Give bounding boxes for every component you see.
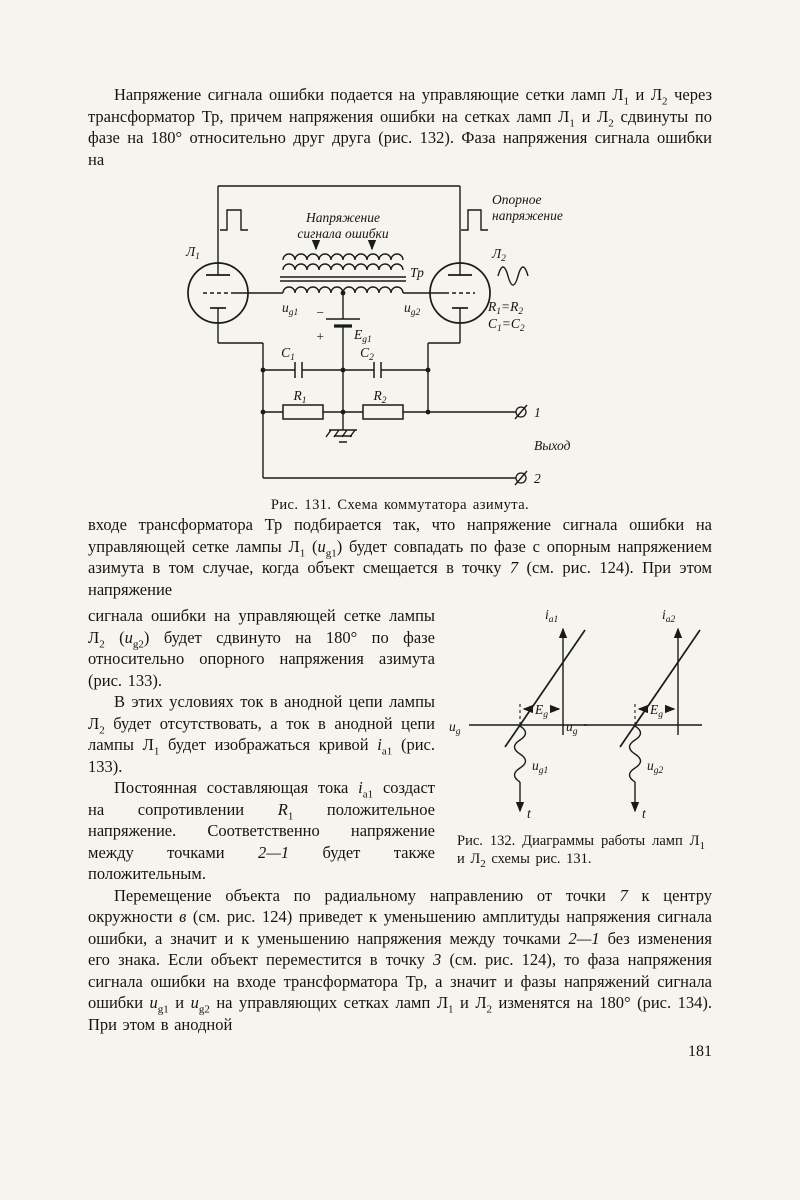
output-terminal-1 xyxy=(514,404,528,420)
output-label: Выход xyxy=(534,438,571,453)
ia2-label: ia2 xyxy=(662,607,676,625)
c2-label: C2 xyxy=(360,345,374,363)
vacuum-tube-l1 xyxy=(187,262,249,343)
paragraph-2: входе трансформатора Тр подбирается так,… xyxy=(88,515,712,599)
cathode-wire-right xyxy=(427,342,460,412)
figure-132: ia1 ug Eg ug1 t xyxy=(445,605,712,870)
paragraph-4: В этих условиях ток в анодной цепи лампы… xyxy=(88,692,435,776)
pulse-waveform-left-icon xyxy=(220,209,248,231)
capacitor-c1 xyxy=(294,362,303,378)
paragraph-5: Постоянная составляющая тока ia1 создаст… xyxy=(88,778,435,883)
azimuth-commutator-schematic: Опорное напряжение Напряжение сигнала ош… xyxy=(185,185,571,486)
ug2-wave-label: ug2 xyxy=(647,758,664,776)
battery-plus-sign: + xyxy=(316,329,324,344)
tube-l1-label: Л1 xyxy=(185,244,200,262)
junction-dots xyxy=(260,290,431,415)
sine-waveform-icon xyxy=(497,266,529,286)
reference-voltage-label-line1: Опорное xyxy=(492,192,541,207)
transformer-label: Тр xyxy=(410,265,424,280)
eg-label-2: Eg xyxy=(649,702,663,720)
transformer xyxy=(280,253,406,294)
error-signal-label: Напряжение сигнала ошибки xyxy=(297,210,389,251)
output-terminal-2 xyxy=(514,470,528,486)
figure-131-caption: Рис. 131. Схема коммутатора азимута. xyxy=(270,497,530,513)
r2-label: R2 xyxy=(373,388,387,406)
svg-text:сигнала ошибки: сигнала ошибки xyxy=(297,226,388,241)
paragraph-6: Перемещение объекта по радиальному напра… xyxy=(88,885,712,1034)
resistor-line xyxy=(263,404,516,420)
pulse-waveform-right-icon xyxy=(461,209,488,231)
resistor-r2 xyxy=(362,404,404,420)
battery-eg1 xyxy=(326,293,360,430)
eg-label-1: Eg xyxy=(534,702,548,720)
right-figure-column: ia1 ug Eg ug1 t xyxy=(435,605,712,885)
figure-131: Опорное напряжение Напряжение сигнала ош… xyxy=(88,178,712,514)
vacuum-tube-l2 xyxy=(429,262,491,343)
figure-132-caption: Рис. 132. Диаграммы работы ламп Л1 и Л2 … xyxy=(457,833,705,870)
svg-text:Напряжение: Напряжение xyxy=(305,210,380,225)
capacitor-c2 xyxy=(373,362,382,378)
t-axis-label-2: t xyxy=(642,806,647,821)
tube-l2-label: Л2 xyxy=(491,246,506,264)
paragraph-3: сигнала ошибки на управляющей сетке ламп… xyxy=(88,606,435,690)
paragraph-1: Напряжение сигнала ошибки подается на уп… xyxy=(88,85,712,169)
left-text-column: сигнала ошибки на управляющей сетке ламп… xyxy=(88,605,435,885)
terminal1-label: 1 xyxy=(534,405,541,420)
anode-wiring xyxy=(217,185,461,275)
c1-label: C1 xyxy=(281,345,295,363)
reference-voltage-label-line2: напряжение xyxy=(492,208,563,223)
ug-axis-label-2: ug xyxy=(566,719,578,737)
ug1-label: ug1 xyxy=(282,300,298,318)
tube-operation-diagrams: ia1 ug Eg ug1 t xyxy=(449,607,702,821)
eg1-label: Eg1 xyxy=(353,327,372,345)
ia1-label: ia1 xyxy=(545,607,558,625)
tube1-characteristic: ia1 ug Eg ug1 t xyxy=(449,607,587,821)
ug1-wave-label: ug1 xyxy=(532,758,548,776)
c-equality-label: C1=C2 xyxy=(488,316,525,334)
r1-label: R1 xyxy=(293,388,307,406)
resistor-r1 xyxy=(282,404,324,420)
t-axis-label-1: t xyxy=(527,806,532,821)
ug-axis-label-1: ug xyxy=(449,719,461,737)
r-equality-label: R1=R2 xyxy=(487,299,523,317)
battery-minus-sign: − xyxy=(316,305,324,320)
terminal2-label: 2 xyxy=(534,471,541,486)
cathode-wire-left xyxy=(218,342,264,478)
ground-symbol xyxy=(325,429,357,443)
tube2-characteristic: ia2 ug Eg ug2 t xyxy=(566,607,702,821)
ug2-label: ug2 xyxy=(404,300,421,318)
page-number: 181 xyxy=(688,1043,712,1060)
capacitor-line xyxy=(263,362,428,378)
two-column-section: сигнала ошибки на управляющей сетке ламп… xyxy=(88,605,712,885)
